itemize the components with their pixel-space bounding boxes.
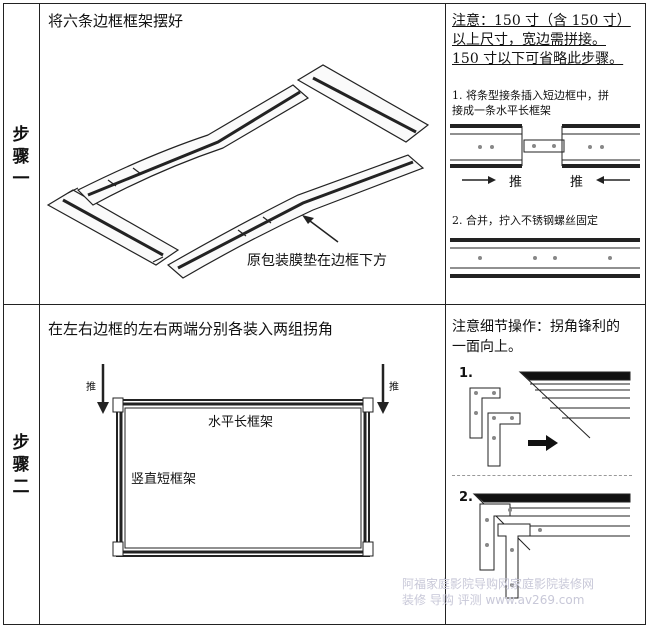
note-line-1: 注意：150 寸（含 150 寸） [452, 13, 631, 29]
step-two-char-3: 二 [12, 477, 30, 497]
note-line-2: 以上尺寸，宽边需拼接。 [452, 32, 606, 48]
row-divider [4, 304, 645, 305]
assembled-frame-diagram [97, 364, 389, 557]
packaging-film-caption: 原包装膜垫在边框下方 [247, 253, 387, 269]
push-label-left-step2: 推 [86, 382, 96, 393]
corner-installed-diagram [472, 493, 631, 599]
column-divider-left [39, 4, 40, 624]
figure-divider [452, 475, 632, 476]
vertical-frame-label: 竖直短框架 [131, 472, 197, 487]
step-two-char-2: 骤 [12, 455, 30, 475]
step-one-note: 注意：150 寸（含 150 寸） 以上尺寸，宽边需拼接。 150 寸以下可省略… [452, 12, 631, 69]
step-two-note-line-2: 一面向上。 [452, 339, 522, 355]
substep-one-line-1: 1. 将条型接条插入短边框中，拼 [452, 89, 609, 102]
corner-insert-diagram [469, 371, 631, 467]
watermark-line-1: 阿福家庭影院导购网家庭影院装修网 [402, 577, 595, 591]
splice-fasten-diagram [450, 238, 640, 278]
figure-one-number: 1. [459, 366, 473, 381]
substep-one-text: 1. 将条型接条插入短边框中，拼 接成一条水平长框架 [452, 88, 609, 118]
step-two-char-1: 步 [12, 433, 30, 453]
frame-pieces-illustration [46, 64, 430, 279]
step-one-title: 将六条边框框架摆好 [48, 12, 184, 30]
horizontal-frame-label: 水平长框架 [208, 415, 274, 430]
push-label-right-step1: 推 [570, 175, 584, 190]
note-line-3: 150 寸以下可省略此步骤。 [452, 51, 624, 67]
step-one-char-1: 步 [12, 125, 30, 145]
push-label-right-step2: 推 [389, 382, 399, 393]
step-two-label: 步 骤 二 [4, 432, 38, 498]
step-two-note-line-1: 注意细节操作：拐角锋利的 [452, 319, 620, 335]
push-label-left-step1: 推 [509, 175, 523, 190]
watermark-line-2: 装修 导购 评测 www.av269.com [402, 593, 585, 607]
instruction-table [3, 3, 646, 625]
step-one-char-3: 一 [12, 169, 30, 189]
step-one-char-2: 骤 [12, 147, 30, 167]
column-divider-right [445, 4, 446, 624]
step-two-note: 注意细节操作：拐角锋利的 一面向上。 [452, 317, 620, 357]
step-two-title: 在左右边框的左右两端分别各装入两组拐角 [48, 320, 334, 338]
splice-insert-diagram [450, 124, 640, 184]
substep-two-text: 2. 合并，拧入不锈钢螺丝固定 [452, 214, 598, 227]
substep-one-line-2: 接成一条水平长框架 [452, 104, 551, 117]
figure-two-number: 2. [459, 490, 473, 505]
step-one-label: 步 骤 一 [4, 124, 38, 190]
